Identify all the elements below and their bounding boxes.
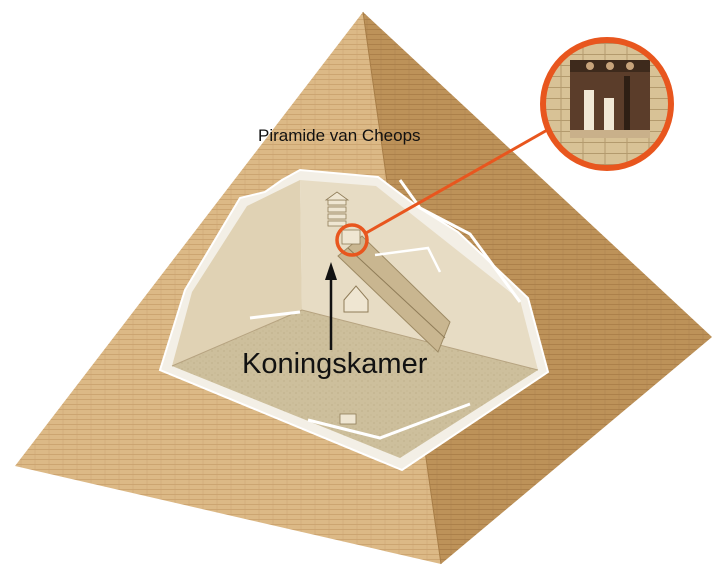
zoom-inset (540, 37, 674, 171)
air-shaft (374, 246, 442, 273)
queens-chamber (343, 285, 369, 313)
gallery-groove (347, 247, 446, 339)
zoom-connector (365, 127, 550, 235)
relieving-chambers (324, 191, 350, 227)
kings-chamber-highlight (335, 223, 369, 257)
interior-left-wall (172, 180, 302, 366)
pointer-arrowhead (325, 262, 337, 280)
chamber-label: Koningskamer (242, 348, 428, 380)
lower-passage (307, 402, 471, 440)
wall-floor-seam (171, 309, 539, 371)
diagram-title: Piramide van Cheops (258, 126, 421, 145)
kings-chamber (341, 229, 361, 245)
descending-passage (398, 179, 522, 303)
subterranean-chamber (339, 413, 357, 425)
ascending-passage (249, 310, 301, 320)
